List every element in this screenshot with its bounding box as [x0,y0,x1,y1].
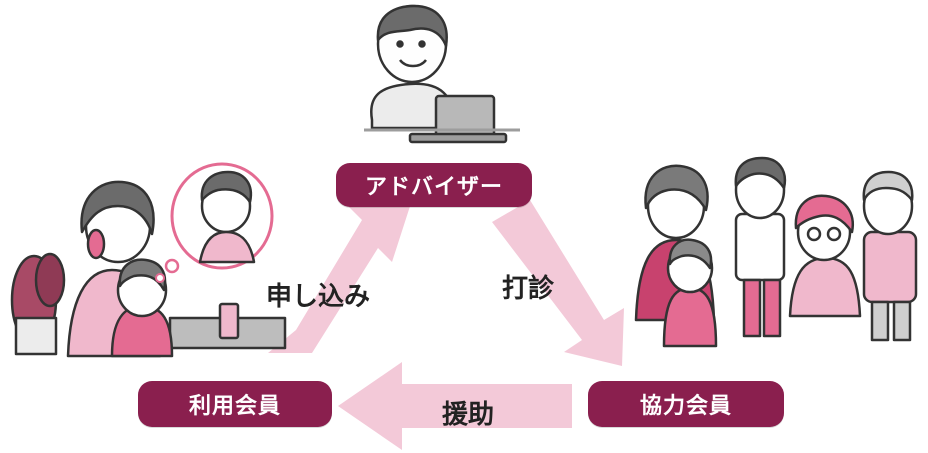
user-member-label: 利用会員 [188,394,281,419]
advisor-illustration [364,4,520,144]
advisor-node: アドバイザー [336,163,532,207]
arrow-consult [492,200,624,366]
user-family-illustration [10,162,287,358]
arrow-consult-label: 打診 [502,274,555,304]
cooperating-member-node: 協力会員 [588,381,784,427]
cooperating-members-illustration [634,156,918,348]
arrow-assist [338,362,572,450]
arrow-assist-label: 援助 [442,400,495,430]
cooperating-member-label: 協力会員 [639,394,732,419]
arrow-apply-label: 申し込み [266,282,371,312]
user-member-node: 利用会員 [138,381,332,427]
arrow-apply [268,200,412,353]
advisor-label: アドバイザー [364,175,503,200]
